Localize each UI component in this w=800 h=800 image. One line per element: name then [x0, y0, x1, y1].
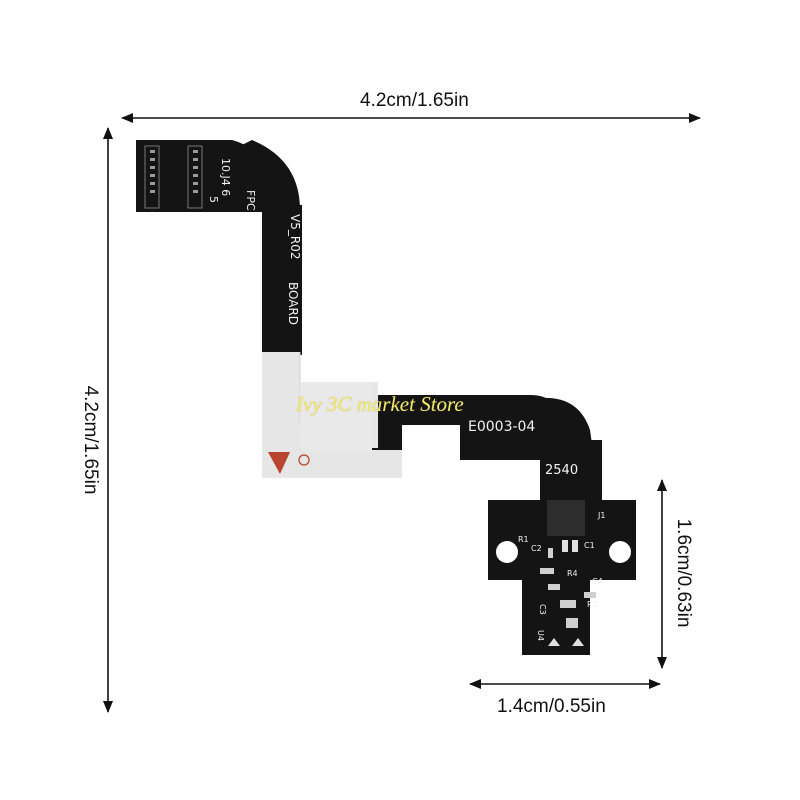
end-board [488, 500, 636, 655]
ref-r1: R1 [518, 535, 529, 544]
silkscreen-text: 10.J4 6 5 FPC V5_R02 BOARD E0003-04 2540… [207, 158, 605, 641]
ref-r2: R2 [587, 600, 598, 609]
ref-u4: U4 [536, 630, 545, 641]
ref-r4: R4 [567, 569, 578, 578]
fpc-label: FPC [244, 190, 257, 211]
connector-num-label: 5 [207, 196, 220, 203]
mount-hole-left [496, 541, 518, 563]
ref-c2: C2 [531, 544, 542, 553]
ref-j1: J1 [597, 511, 605, 520]
end-width-dimension-label: 1.4cm/0.55in [497, 696, 606, 717]
smd-components [540, 540, 596, 646]
ref-c1: C1 [584, 541, 595, 550]
flex-cable [136, 140, 636, 655]
height-dimension-label: 4.2cm/1.65in [80, 385, 101, 495]
stiffener-mark [268, 452, 290, 474]
connector-pin-label: 10.J4 6 [219, 158, 232, 196]
connector-head [136, 140, 272, 212]
ref-c3: C3 [538, 604, 547, 615]
mount-hole-right [609, 541, 631, 563]
revision-label: V5_R02 [288, 214, 302, 259]
width-dimension-label: 4.2cm/1.65in [360, 90, 469, 111]
date-code-label: 2540 [545, 463, 578, 478]
ref-c4: C4 [592, 577, 603, 586]
store-watermark: Ivy 3C market Store [296, 392, 464, 416]
part-number-label: E0003-04 [468, 419, 535, 435]
end-height-dimension-label: 1.6cm/0.63in [673, 518, 694, 628]
connector-pins [144, 145, 203, 209]
board-label: BOARD [286, 282, 300, 325]
